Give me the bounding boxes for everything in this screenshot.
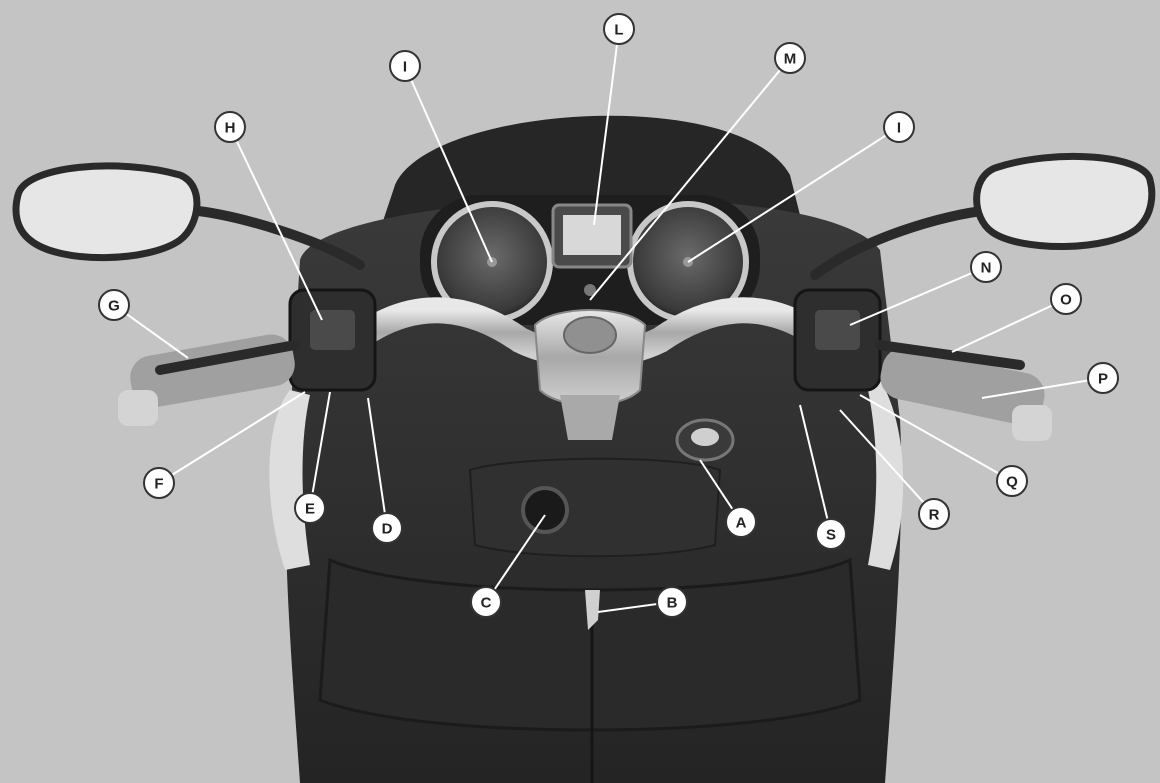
left-switch-buttons	[310, 310, 355, 350]
callout-part-i-left: I	[390, 51, 420, 81]
callout-part-r: R	[919, 499, 949, 529]
callout-letter: I	[897, 120, 901, 137]
lcd-screen	[563, 215, 621, 255]
callout-part-l: L	[604, 14, 634, 44]
left-grip-end	[118, 390, 158, 426]
callout-part-a: A	[726, 507, 756, 537]
callout-letter: C	[481, 595, 492, 612]
callout-part-d: D	[372, 513, 402, 543]
callout-letter: R	[929, 507, 940, 524]
callout-letter: H	[225, 120, 236, 137]
callout-part-o: O	[1051, 284, 1081, 314]
callout-part-h: H	[215, 112, 245, 142]
callout-letter: G	[108, 298, 120, 315]
callout-part-n: N	[971, 252, 1001, 282]
callout-part-q: Q	[997, 466, 1027, 496]
callout-part-b: B	[657, 587, 687, 617]
callout-part-s: S	[816, 519, 846, 549]
leader-line-part-o	[952, 299, 1066, 352]
callout-letter: L	[614, 22, 623, 39]
callout-part-c: C	[471, 587, 501, 617]
callout-part-e: E	[295, 493, 325, 523]
callout-letter: I	[403, 59, 407, 76]
callout-part-i-right: I	[884, 112, 914, 142]
callout-letter: E	[305, 501, 315, 518]
callout-letter: Q	[1006, 474, 1018, 491]
callout-letter: S	[826, 527, 836, 544]
callout-letter: B	[667, 595, 678, 612]
stem-column	[560, 395, 620, 440]
callout-letter: N	[981, 260, 992, 277]
callout-letter: P	[1098, 371, 1108, 388]
callout-letter: D	[382, 521, 393, 538]
left-mirror	[16, 166, 197, 258]
right-grip-end	[1012, 405, 1052, 441]
stem-nut	[564, 317, 616, 353]
accessory-socket	[523, 488, 567, 532]
callout-part-g: G	[99, 290, 129, 320]
callout-part-f: F	[144, 468, 174, 498]
callout-letter: A	[736, 515, 747, 532]
callout-part-p: P	[1088, 363, 1118, 393]
ignition-key-slot	[691, 428, 719, 446]
right-switch-buttons	[815, 310, 860, 350]
inner-tray	[470, 459, 720, 557]
callout-part-m: M	[775, 43, 805, 73]
callout-letter: F	[154, 476, 163, 493]
right-mirror	[977, 156, 1152, 246]
callout-letter: M	[784, 51, 797, 68]
callout-letter: O	[1060, 292, 1072, 309]
